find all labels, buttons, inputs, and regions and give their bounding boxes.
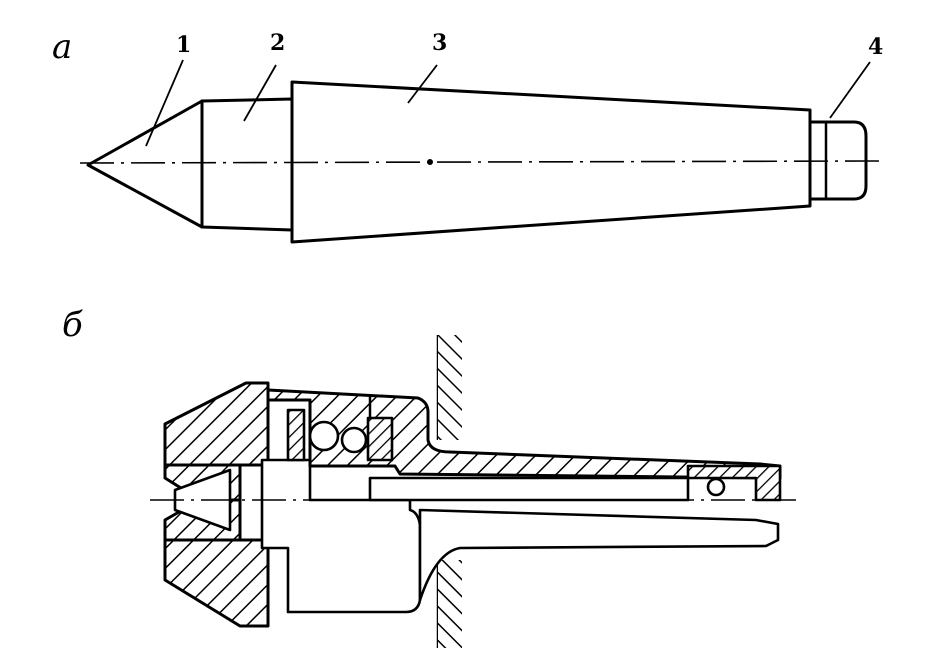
label-2: 2 [270,30,285,56]
bearing-housing [266,388,782,480]
view-a: a 1 2 3 4 [52,27,883,244]
head-housing-lower [163,538,270,628]
ball-bearing-1 [308,420,340,452]
rear-bearing-housing [686,464,782,502]
label-4: 4 [868,34,883,60]
leader-2 [243,64,277,122]
thrust-bearing [366,416,394,462]
part-4-end-tang [808,120,868,201]
leader-3 [407,64,438,104]
part-1-cone-tip [86,99,204,229]
leader-4 [829,61,871,119]
shank-shaft [368,476,690,502]
head-housing-upper [163,381,270,467]
part-2-collar [200,97,294,232]
axis-point [427,159,433,165]
ball-bearing-2 [340,426,368,454]
leader-1 [145,59,184,147]
bearing-race [286,408,306,462]
label-1: 1 [176,32,191,58]
machine-wall [436,335,462,648]
label-3: 3 [432,30,447,56]
axis-line-a [79,160,883,164]
view-b-letter: б [62,305,83,345]
view-a-letter: a [52,27,72,67]
view-b: б [62,305,800,648]
rear-ball [706,477,726,497]
taper-shank-lower [418,508,780,602]
